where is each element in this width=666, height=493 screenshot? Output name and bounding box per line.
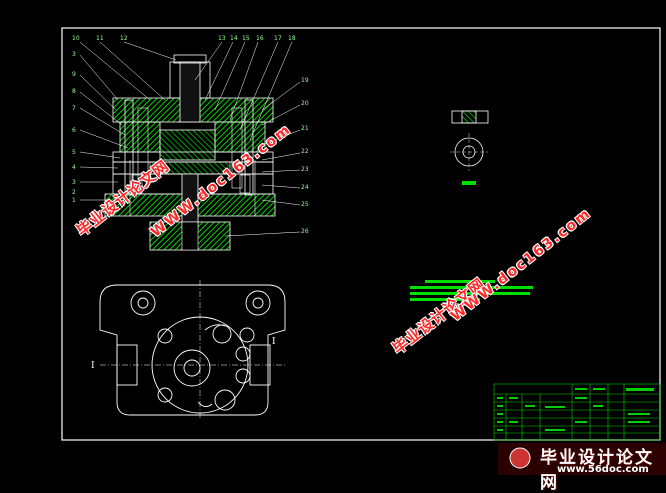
part-label: 22 [301,148,309,155]
footer-site-url[interactable]: www.56doc.com [557,464,649,475]
part-label: 24 [301,184,309,191]
part-label: 16 [256,35,264,42]
cad-drawing-canvas: 10 11 12 3 9 8 7 6 5 4 3 2 1 13 14 15 16… [61,27,666,475]
part-label: 8 [72,88,76,95]
part-detail-view [450,110,489,171]
plan-view [99,280,286,420]
part-label: 23 [301,166,309,173]
part-label: 26 [301,228,309,235]
part-label: 17 [274,35,282,42]
technical-notes [410,280,533,301]
title-block-entries [497,388,654,431]
part-label: 1 [72,197,76,204]
part-label: 10 [72,35,80,42]
assembly-section-view [79,41,301,251]
title-block [493,383,661,441]
part-label: 15 [242,35,250,42]
footer-logo-icon [509,447,531,469]
part-label: 6 [72,127,76,134]
part-label: 9 [72,71,76,78]
part-label: 18 [288,35,296,42]
part-label: 21 [301,125,309,132]
part-label: 20 [301,100,309,107]
part-label: 25 [301,201,309,208]
part-label: 3 [72,179,76,186]
part-label: 2 [72,189,76,196]
part-label: 5 [72,149,76,156]
drawing-border [61,27,661,441]
part-label: 11 [96,35,104,42]
section-mark-left: I [91,361,95,371]
part-number-labels: 10 11 12 3 9 8 7 6 5 4 3 2 1 13 14 15 16… [72,35,309,235]
section-mark-right: I [272,337,276,347]
part-label: 4 [72,164,76,171]
part-label: 14 [230,35,238,42]
part-label: 19 [301,77,309,84]
part-label: 12 [120,35,128,42]
part-detail-note [462,181,476,185]
part-label: 7 [72,105,76,112]
part-label: 13 [218,35,226,42]
part-label: 3 [72,51,76,58]
